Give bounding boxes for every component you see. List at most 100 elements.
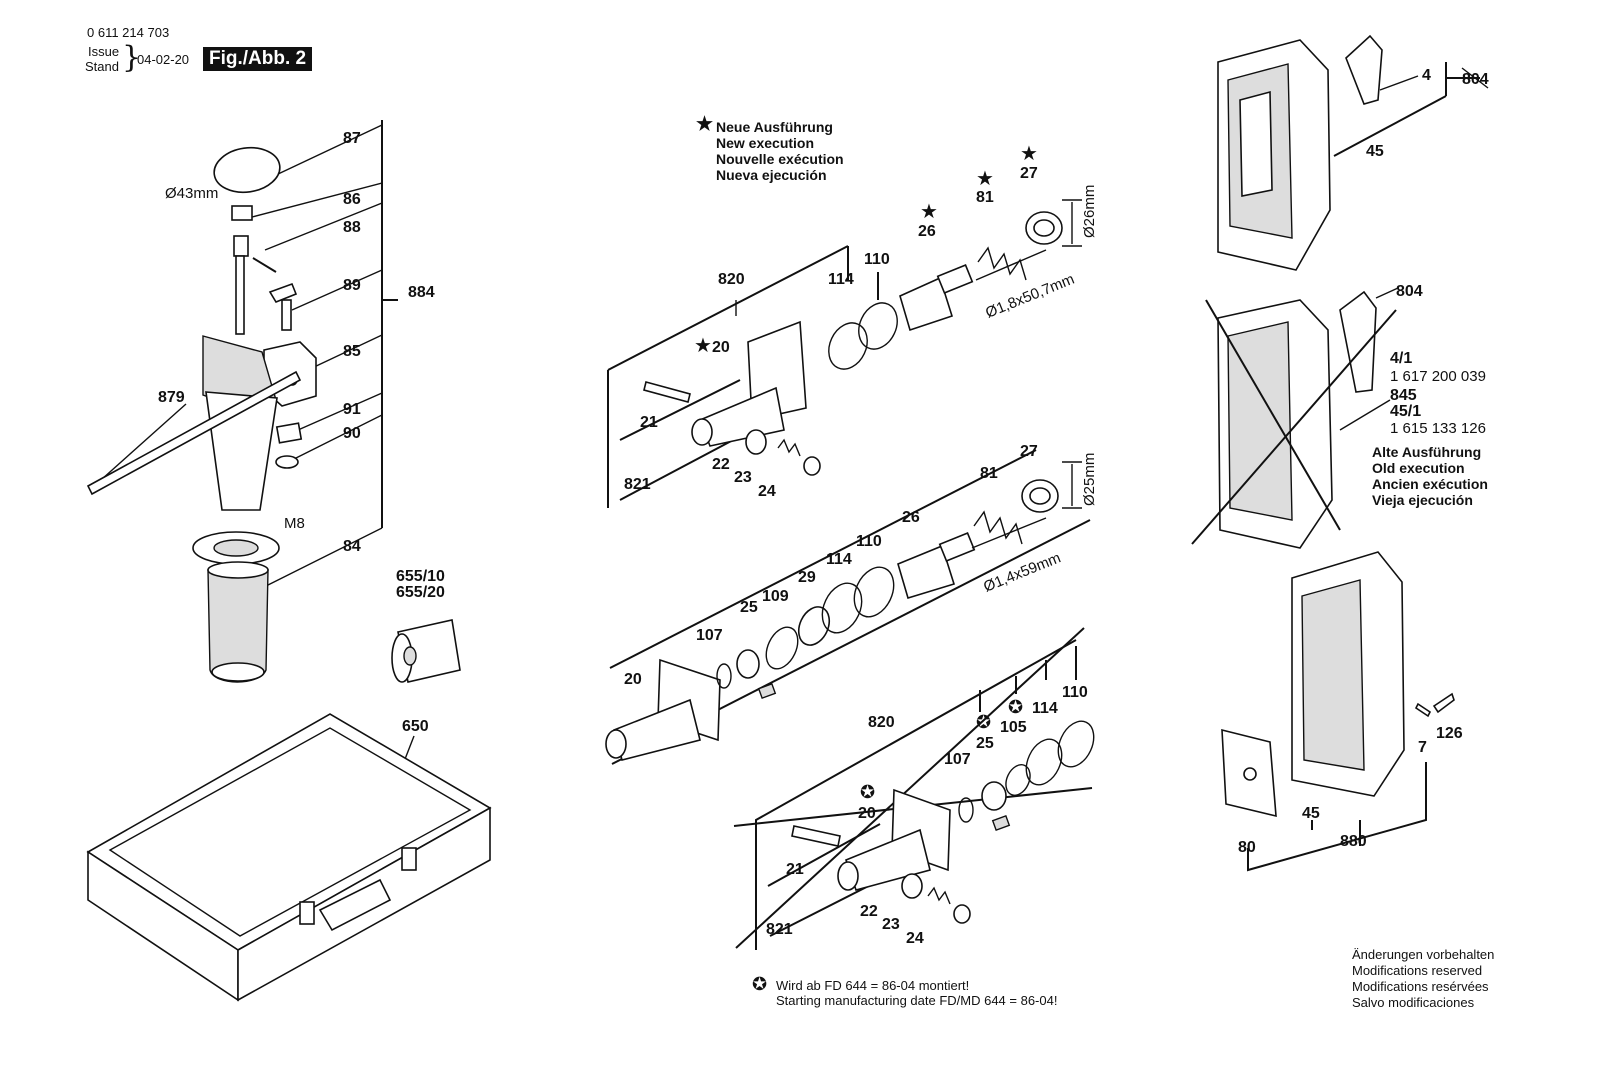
label-r126: 126 — [1436, 725, 1463, 742]
modifications-en: Modifications reserved — [1352, 963, 1483, 978]
star-icon: ★ — [694, 335, 712, 357]
label-r804b: 804 — [1396, 283, 1423, 300]
label-r45-1: 45/1 — [1390, 403, 1421, 420]
footnote-line1: Wird ab FD 644 = 86-04 montiert! — [776, 978, 970, 993]
legend-new-en: New execution — [716, 135, 815, 151]
label-c23: 23 — [882, 916, 900, 933]
label-a23: 23 — [734, 469, 752, 486]
label-spring2: Ø1,4x59mm — [981, 549, 1063, 595]
footnote-symbol-icon: ✪ — [1008, 697, 1023, 717]
label-r804: 804 — [1462, 71, 1489, 88]
label-c821: 821 — [766, 921, 793, 938]
label-a20: 20 — [712, 339, 730, 356]
label-b29: 29 — [798, 569, 816, 586]
legend-old-fr: Ancien exécution — [1372, 476, 1488, 492]
modifications-fr: Modifications resérvées — [1352, 979, 1489, 994]
carrying-case — [86, 713, 492, 1002]
label-a821: 821 — [624, 476, 651, 493]
modifications-es: Salvo modificaciones — [1352, 995, 1475, 1010]
label-c22: 22 — [860, 903, 878, 920]
issue-date: 04-02-20 — [137, 52, 190, 67]
label-c110: 110 — [1062, 684, 1088, 701]
label-a110: 110 — [864, 251, 890, 268]
auxiliary-handle-group — [86, 120, 461, 683]
label-b81: 81 — [980, 465, 998, 482]
label-650: 650 — [402, 718, 429, 735]
label-a22: 22 — [712, 456, 730, 473]
dimension-marks — [971, 199, 1082, 549]
legend-new: ★ Neue Ausführung New execution Nouvelle… — [696, 114, 844, 183]
label-a26: 26 — [918, 223, 936, 240]
modifications-de: Änderungen vorbehalten — [1352, 947, 1495, 962]
label-b114: 114 — [826, 551, 852, 568]
label-r45: 45 — [1366, 143, 1384, 160]
label-r4: 4 — [1422, 67, 1431, 84]
label-b25: 25 — [740, 599, 758, 616]
label-a820: 820 — [718, 271, 745, 288]
label-88: 88 — [343, 219, 361, 236]
new-execution-assembly — [607, 211, 1063, 508]
label-b27: 27 — [1020, 443, 1038, 460]
label-91: 91 — [343, 401, 361, 418]
footnote-symbol-icon: ✪ — [976, 712, 991, 732]
star-icon: ★ — [696, 114, 714, 135]
label-r7: 7 — [1418, 739, 1427, 756]
label-879: 879 — [158, 389, 185, 406]
label-86: 86 — [343, 191, 361, 208]
middle-assembly — [605, 449, 1091, 765]
label-r80: 80 — [1238, 839, 1256, 856]
lower-assembly — [733, 627, 1095, 950]
label-b107: 107 — [696, 627, 723, 644]
label-c820: 820 — [868, 714, 895, 731]
issue-label: Issue — [88, 44, 120, 59]
part-labels: 87 86 88 89 884 85 879 91 90 84 655/10 6… — [158, 67, 1489, 947]
label-c24: 24 — [906, 930, 924, 947]
label-90: 90 — [343, 425, 361, 442]
label-b109: 109 — [762, 588, 789, 605]
label-b110: 110 — [856, 533, 882, 550]
label-spring1: Ø1,8x50,7mm — [983, 271, 1077, 322]
legend-old-de: Alte Ausführung — [1372, 444, 1482, 460]
footnote-line2: Starting manufacturing date FD/MD 644 = … — [776, 993, 1058, 1008]
legend-old-en: Old execution — [1372, 460, 1465, 476]
label-r45b: 45 — [1302, 805, 1320, 822]
star-icon: ★ — [1020, 143, 1038, 165]
label-r880: 880 — [1340, 833, 1367, 850]
label-c20: 20 — [858, 805, 876, 822]
issue-bracket: } — [122, 40, 142, 75]
label-d26: Ø26mm — [1081, 185, 1098, 238]
label-87: 87 — [343, 130, 361, 147]
label-89: 89 — [343, 277, 361, 294]
label-c114: 114 — [1032, 700, 1058, 717]
footnote-symbol-icon: ✪ — [860, 782, 875, 802]
order-number-4-1: 1 617 200 039 — [1390, 368, 1486, 385]
label-c25: 25 — [976, 735, 994, 752]
label-884: 884 — [408, 284, 435, 301]
label-85: 85 — [343, 343, 361, 360]
legend-old-es: Vieja ejecución — [1372, 492, 1473, 508]
label-r845: 845 — [1390, 387, 1417, 404]
label-a21: 21 — [640, 414, 658, 431]
label-m8: M8 — [284, 515, 305, 532]
label-84: 84 — [343, 538, 361, 555]
legend-new-fr: Nouvelle exécution — [716, 151, 844, 167]
label-b26: 26 — [902, 509, 920, 526]
label-b20: 20 — [624, 671, 642, 688]
label-c107: 107 — [944, 751, 971, 768]
order-number-45-1: 1 615 133 126 — [1390, 420, 1486, 437]
label-655-20: 655/20 — [396, 584, 445, 601]
label-r41: 4/1 — [1390, 350, 1412, 367]
footnote-symbol-icon: ✪ — [752, 974, 768, 994]
housing-top — [1217, 34, 1489, 271]
label-a24: 24 — [758, 483, 776, 500]
figure-label: Fig./Abb. 2 — [203, 47, 313, 71]
star-icon: ★ — [976, 168, 994, 190]
housing-bottom — [1221, 551, 1455, 872]
label-a81: 81 — [976, 189, 994, 206]
housing-middle — [1191, 287, 1399, 549]
label-a27: 27 — [1020, 165, 1038, 182]
label-d43: Ø43mm — [165, 185, 218, 202]
legend-new-de: Neue Ausführung — [716, 119, 833, 135]
label-c21: 21 — [786, 861, 804, 878]
